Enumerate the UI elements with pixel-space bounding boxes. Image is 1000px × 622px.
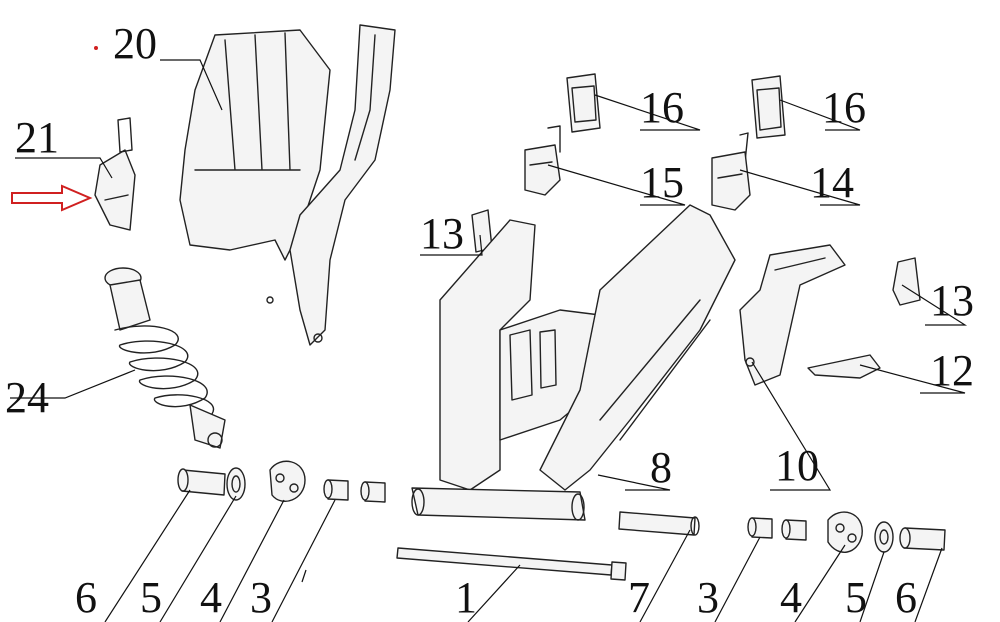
callout-20: 20 bbox=[113, 19, 157, 68]
part-13-plate-right bbox=[892, 257, 921, 306]
swingarm-frame bbox=[411, 204, 736, 521]
callout-13-left: 13 bbox=[420, 209, 464, 258]
red-dot-marker bbox=[94, 46, 98, 50]
part-6-pin-left bbox=[177, 468, 226, 496]
callout-24: 24 bbox=[5, 373, 49, 422]
callout-21: 21 bbox=[15, 113, 59, 162]
callout-4-left: 4 bbox=[200, 573, 222, 622]
part-10-side-bracket bbox=[739, 244, 846, 386]
red-indicator-arrow bbox=[11, 184, 93, 212]
part-5-washer-right bbox=[874, 521, 894, 553]
callout-5-left: 5 bbox=[140, 573, 162, 622]
part-16-rubber-block-right bbox=[751, 75, 786, 139]
part-20-rear-fender bbox=[179, 24, 396, 346]
callout-15: 15 bbox=[640, 158, 684, 207]
part-14-bracket bbox=[711, 132, 751, 211]
callout-3-left: 3 bbox=[250, 573, 272, 622]
callout-12: 12 bbox=[930, 346, 974, 395]
callout-1: 1 bbox=[455, 573, 477, 622]
callout-4-right: 4 bbox=[780, 573, 802, 622]
callout-6-left: 6 bbox=[75, 573, 97, 622]
callout-7: 7 bbox=[628, 573, 650, 622]
part-4-plate-right bbox=[827, 511, 863, 553]
part-16-rubber-block-left bbox=[566, 73, 601, 133]
callout-14: 14 bbox=[810, 158, 854, 207]
part-4-plate-left bbox=[269, 460, 306, 502]
part-12-plate bbox=[807, 354, 881, 379]
part-3-bushing-left bbox=[323, 479, 386, 503]
callout-16-left: 16 bbox=[640, 83, 684, 132]
part-21-bracket bbox=[94, 117, 136, 231]
callout-8: 8 bbox=[650, 443, 672, 492]
part-15-bracket bbox=[524, 125, 561, 196]
callout-numbers: 20 21 24 16 16 15 14 13 13 12 10 8 6 5 4… bbox=[5, 19, 974, 622]
part-5-washer-left bbox=[226, 467, 246, 501]
part-3-bushing-right bbox=[747, 517, 807, 541]
part-7-sleeve bbox=[618, 511, 700, 536]
part-1-axle-bolt bbox=[396, 547, 627, 581]
part-6-pin-right bbox=[899, 527, 946, 551]
callout-6-right: 6 bbox=[895, 573, 917, 622]
callout-13-right: 13 bbox=[930, 276, 974, 325]
part-24-shock-absorber bbox=[104, 267, 226, 449]
callout-10: 10 bbox=[775, 441, 819, 490]
callout-3-right: 3 bbox=[697, 573, 719, 622]
leader-lines bbox=[10, 59, 968, 622]
callout-16-right: 16 bbox=[822, 83, 866, 132]
callout-5-right: 5 bbox=[845, 573, 867, 622]
